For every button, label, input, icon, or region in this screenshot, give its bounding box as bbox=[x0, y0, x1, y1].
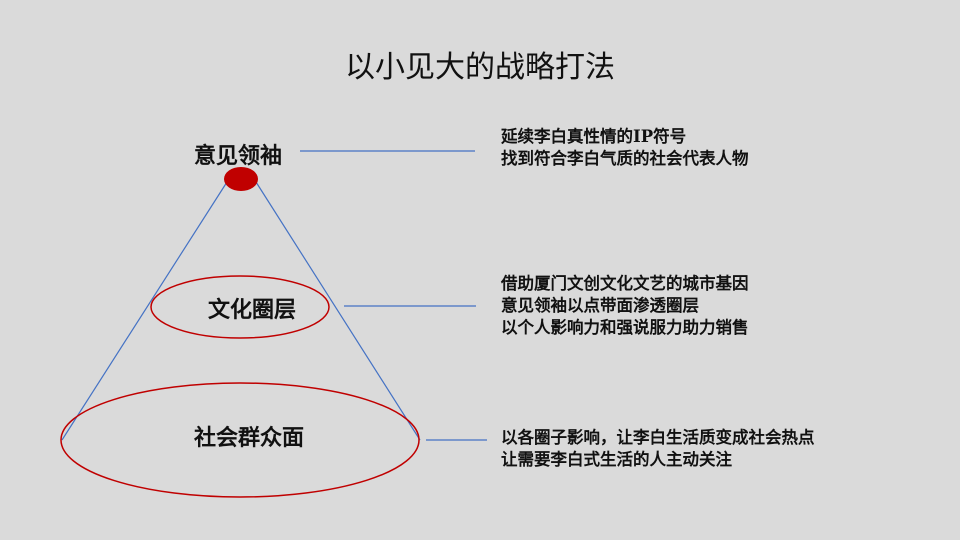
middle-ellipse bbox=[150, 275, 330, 339]
description-line: 让需要李白式生活的人主动关注 bbox=[501, 450, 732, 469]
cone-right-edge bbox=[255, 181, 421, 441]
description-line: 以个人影响力和强说服力助力销售 bbox=[501, 318, 749, 337]
description-line: 找到符合李白气质的社会代表人物 bbox=[501, 149, 749, 168]
level-label-cultural-circle: 文化圈层 bbox=[208, 297, 297, 323]
bottom-ellipse bbox=[60, 382, 420, 498]
description-line: 借助厦门文创文化文艺的城市基因 bbox=[501, 274, 749, 293]
description-public: 以各圈子影响，让李白生活质变成社会热点 让需要李白式生活的人主动关注 bbox=[501, 427, 815, 471]
slide-title: 以小见大的战略打法 bbox=[345, 50, 615, 85]
description-line: 延续李白真性情的IP符号 bbox=[501, 127, 687, 146]
top-dot bbox=[224, 167, 258, 191]
description-line: 以各圈子影响，让李白生活质变成社会热点 bbox=[501, 428, 815, 447]
cone-left-edge bbox=[61, 181, 228, 441]
description-opinion-leader: 延续李白真性情的IP符号 找到符合李白气质的社会代表人物 bbox=[501, 126, 749, 170]
description-line: 意见领袖以点带面渗透圈层 bbox=[501, 296, 699, 315]
description-cultural-circle: 借助厦门文创文化文艺的城市基因 意见领袖以点带面渗透圈层 以个人影响力和强说服力… bbox=[501, 273, 749, 339]
level-label-public: 社会群众面 bbox=[194, 425, 305, 451]
level-label-opinion-leader: 意见领袖 bbox=[194, 143, 283, 169]
